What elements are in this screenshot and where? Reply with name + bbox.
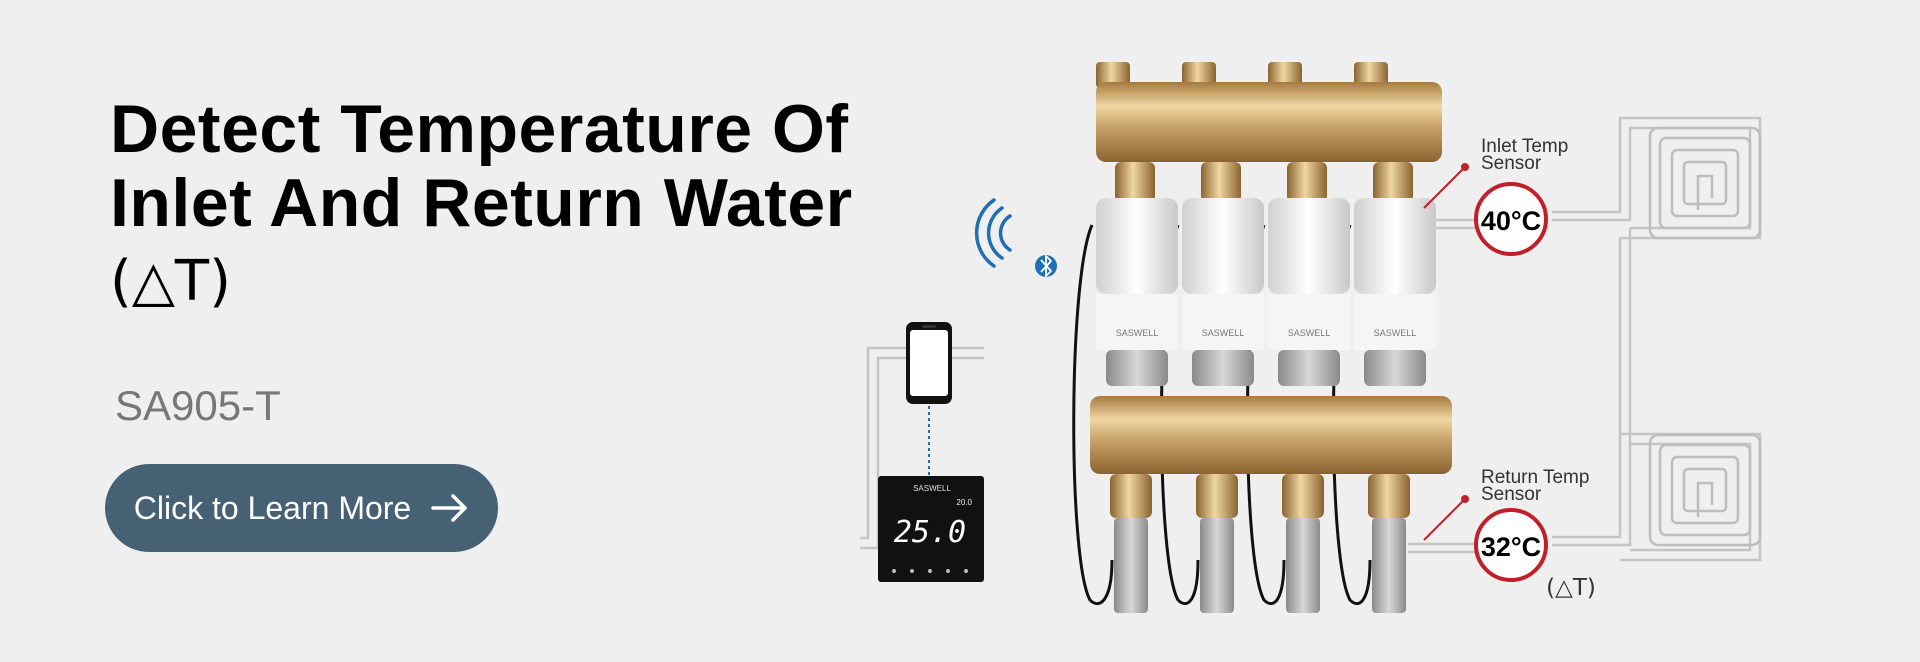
- return-label-line-1: Return Temp: [1481, 467, 1589, 488]
- actuator-brand: SASWELL: [1288, 328, 1331, 338]
- return-manifold-bar: [1090, 396, 1452, 474]
- actuator-1: SASWELL: [1096, 198, 1178, 386]
- title-line-2: Inlet And Return Water: [110, 165, 853, 241]
- supply-manifold-bar: [1096, 82, 1442, 162]
- supply-connectors: [1115, 162, 1413, 202]
- thermostat-brand: SASWELL: [913, 484, 951, 493]
- thermostat-icon: SASWELL 20.0 25.0: [878, 476, 984, 582]
- return-temp: 32°C: [1481, 532, 1541, 562]
- inlet-label-line-2: Sensor: [1481, 153, 1542, 174]
- outlet-pipes: [1114, 518, 1406, 613]
- learn-more-label: Click to Learn More: [133, 489, 412, 526]
- floor-heating-coil-icon: [1648, 126, 1762, 240]
- title-line-1: Detect Temperature Of: [110, 91, 849, 167]
- bluetooth-icon: [974, 198, 1057, 277]
- arrow-right-icon: [431, 494, 467, 522]
- actuator-3: SASWELL: [1268, 198, 1350, 386]
- actuator-4: SASWELL: [1354, 198, 1436, 386]
- return-label-line-2: Sensor: [1481, 484, 1542, 505]
- actuator-brand: SASWELL: [1116, 328, 1159, 338]
- actuator-brand: SASWELL: [1202, 328, 1245, 338]
- thermostat-display: 25.0: [894, 515, 966, 550]
- learn-more-button[interactable]: Click to Learn More: [105, 464, 498, 552]
- inlet-label-line-1: Inlet Temp: [1481, 136, 1568, 157]
- inlet-sensor: Inlet Temp Sensor 40°C: [1423, 136, 1568, 256]
- floor-heating-coil-icon: [1648, 433, 1762, 547]
- inlet-temp: 40°C: [1481, 206, 1541, 236]
- smartphone-icon: [906, 322, 952, 476]
- actuator-2: SASWELL: [1182, 198, 1264, 386]
- model-number: SA905-T: [115, 382, 281, 429]
- actuator-brand: SASWELL: [1374, 328, 1417, 338]
- actuators: SASWELL SASWELL SASWELL SASWELL: [1096, 198, 1436, 386]
- delta-t-label: (△T): [1546, 575, 1596, 601]
- hero-title: Detect Temperature Of Inlet And Return W…: [110, 92, 890, 240]
- title-delta: (△T): [110, 249, 231, 314]
- return-connectors: [1110, 474, 1410, 518]
- hero-text: Detect Temperature Of Inlet And Return W…: [110, 92, 890, 314]
- return-sensor: Return Temp Sensor 32°C (△T): [1423, 467, 1596, 601]
- manifold-diagram: SASWELL SASWELL SASWELL SASWELL: [860, 62, 1762, 613]
- thermostat-setpoint: 20.0: [956, 498, 972, 507]
- top-valves: [1096, 62, 1388, 88]
